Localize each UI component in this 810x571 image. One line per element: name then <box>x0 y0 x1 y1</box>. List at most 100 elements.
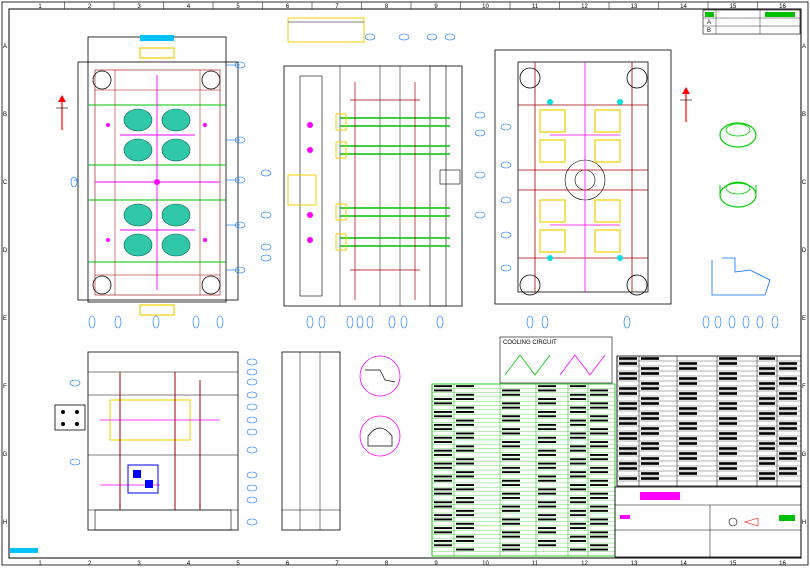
table-cell-text <box>434 514 452 517</box>
zone-label-top: 11 <box>532 4 539 10</box>
zone-label-side: E <box>802 316 806 322</box>
table-cell-text <box>679 442 697 445</box>
table-cell-text <box>679 467 697 470</box>
table-cell-text <box>641 387 659 390</box>
table-cell-text <box>570 393 586 396</box>
table-cell-text <box>434 411 452 413</box>
zone-label-side: C <box>802 180 807 186</box>
table-cell-text <box>538 436 556 439</box>
table-cell-text <box>619 372 637 375</box>
table-cell-text <box>502 415 520 418</box>
table-cell-text <box>502 492 520 495</box>
table-cell-text <box>641 442 659 445</box>
table-cell-text <box>779 472 797 475</box>
table-cell-text <box>619 407 637 410</box>
zone-label-side: D <box>3 248 8 254</box>
zone-label-top: 2 <box>88 4 92 10</box>
table-cell-text <box>538 466 556 469</box>
table-cell-text <box>502 471 520 474</box>
table-cell-text <box>456 535 474 538</box>
table-cell-text <box>779 377 797 380</box>
zone-label-top: 11 <box>532 561 539 567</box>
table-cell-text <box>619 467 637 470</box>
table-cell-text <box>590 415 608 418</box>
zone-label-side: G <box>802 452 807 458</box>
table-cell-text <box>679 382 697 385</box>
table-cell-text <box>719 377 737 380</box>
table-cell-text <box>538 449 556 452</box>
table-cell-text <box>679 377 697 380</box>
table-cell-text <box>456 432 474 435</box>
zone-label-top: 13 <box>631 561 638 567</box>
table-cell-text <box>679 457 697 460</box>
table-cell-text <box>434 436 452 439</box>
table-cell-text <box>679 427 697 430</box>
table-cell-text <box>538 531 556 534</box>
table-cell-text <box>456 462 474 465</box>
table-cell-text <box>456 385 474 388</box>
table-cell-text <box>502 544 520 547</box>
table-cell-text <box>570 406 586 409</box>
zone-label-side: B <box>3 112 7 118</box>
table-cell-text <box>570 497 586 499</box>
table-cell-text <box>719 357 737 360</box>
symmetry-arrow-icon <box>680 87 692 122</box>
part-3d-view-icon <box>719 122 757 208</box>
table-cell-text <box>434 466 452 469</box>
table-cell-text <box>570 548 586 551</box>
table-cell-text <box>590 522 608 525</box>
table-cell-text <box>434 501 452 504</box>
table-cell-text <box>779 452 797 455</box>
table-cell-text <box>456 436 474 439</box>
zone-label-top: 13 <box>631 4 638 10</box>
table-cell-text <box>590 509 608 512</box>
zone-label-side: A <box>802 44 806 50</box>
table-cell-text <box>538 475 556 478</box>
table-cell-text <box>590 445 608 448</box>
table-cell-text <box>538 462 556 465</box>
table-cell-text <box>779 412 797 415</box>
table-cell-text <box>641 397 659 400</box>
table-cell-text <box>570 419 586 422</box>
table-cell-text <box>456 458 474 461</box>
table-cell-text <box>570 436 586 439</box>
table-cell-text <box>590 497 608 499</box>
zone-label-top: 3 <box>137 4 141 10</box>
zone-label-top: 5 <box>236 4 240 10</box>
table-cell-text <box>434 475 452 478</box>
table-cell-text <box>590 419 608 422</box>
table-cell-text <box>679 392 697 395</box>
narrow-section-view <box>281 351 341 531</box>
table-cell-text <box>679 472 697 475</box>
table-cell-text <box>779 427 797 430</box>
table-cell-text <box>719 392 737 395</box>
table-cell-text <box>502 445 520 448</box>
table-cell-text <box>619 392 637 395</box>
table-cell-text <box>434 531 452 534</box>
zone-label-side: B <box>802 112 806 118</box>
table-cell-text <box>619 477 637 480</box>
table-cell-text <box>641 412 659 415</box>
zone-label-top: 10 <box>482 561 489 567</box>
table-cell-text <box>759 442 775 445</box>
table-cell-text <box>641 427 659 430</box>
table-cell-text <box>590 492 608 495</box>
table-cell-text <box>570 514 586 517</box>
table-cell-text <box>456 419 474 422</box>
zone-label-top: 12 <box>581 561 588 567</box>
table-cell-text <box>619 377 637 380</box>
projection-symbol-icon <box>728 517 759 527</box>
table-cell-text <box>538 514 556 517</box>
detail-views <box>359 355 401 457</box>
zone-label-side: A <box>3 44 7 50</box>
table-cell-text <box>570 509 586 512</box>
symmetry-arrow-icon <box>56 95 68 130</box>
table-cell-text <box>641 357 659 360</box>
table-cell-text <box>759 367 775 370</box>
table-cell-text <box>779 457 797 460</box>
table-cell-text <box>641 462 659 465</box>
table-cell-text <box>759 462 775 465</box>
zone-label-top: 3 <box>137 561 141 567</box>
table-cell-text <box>434 462 452 465</box>
